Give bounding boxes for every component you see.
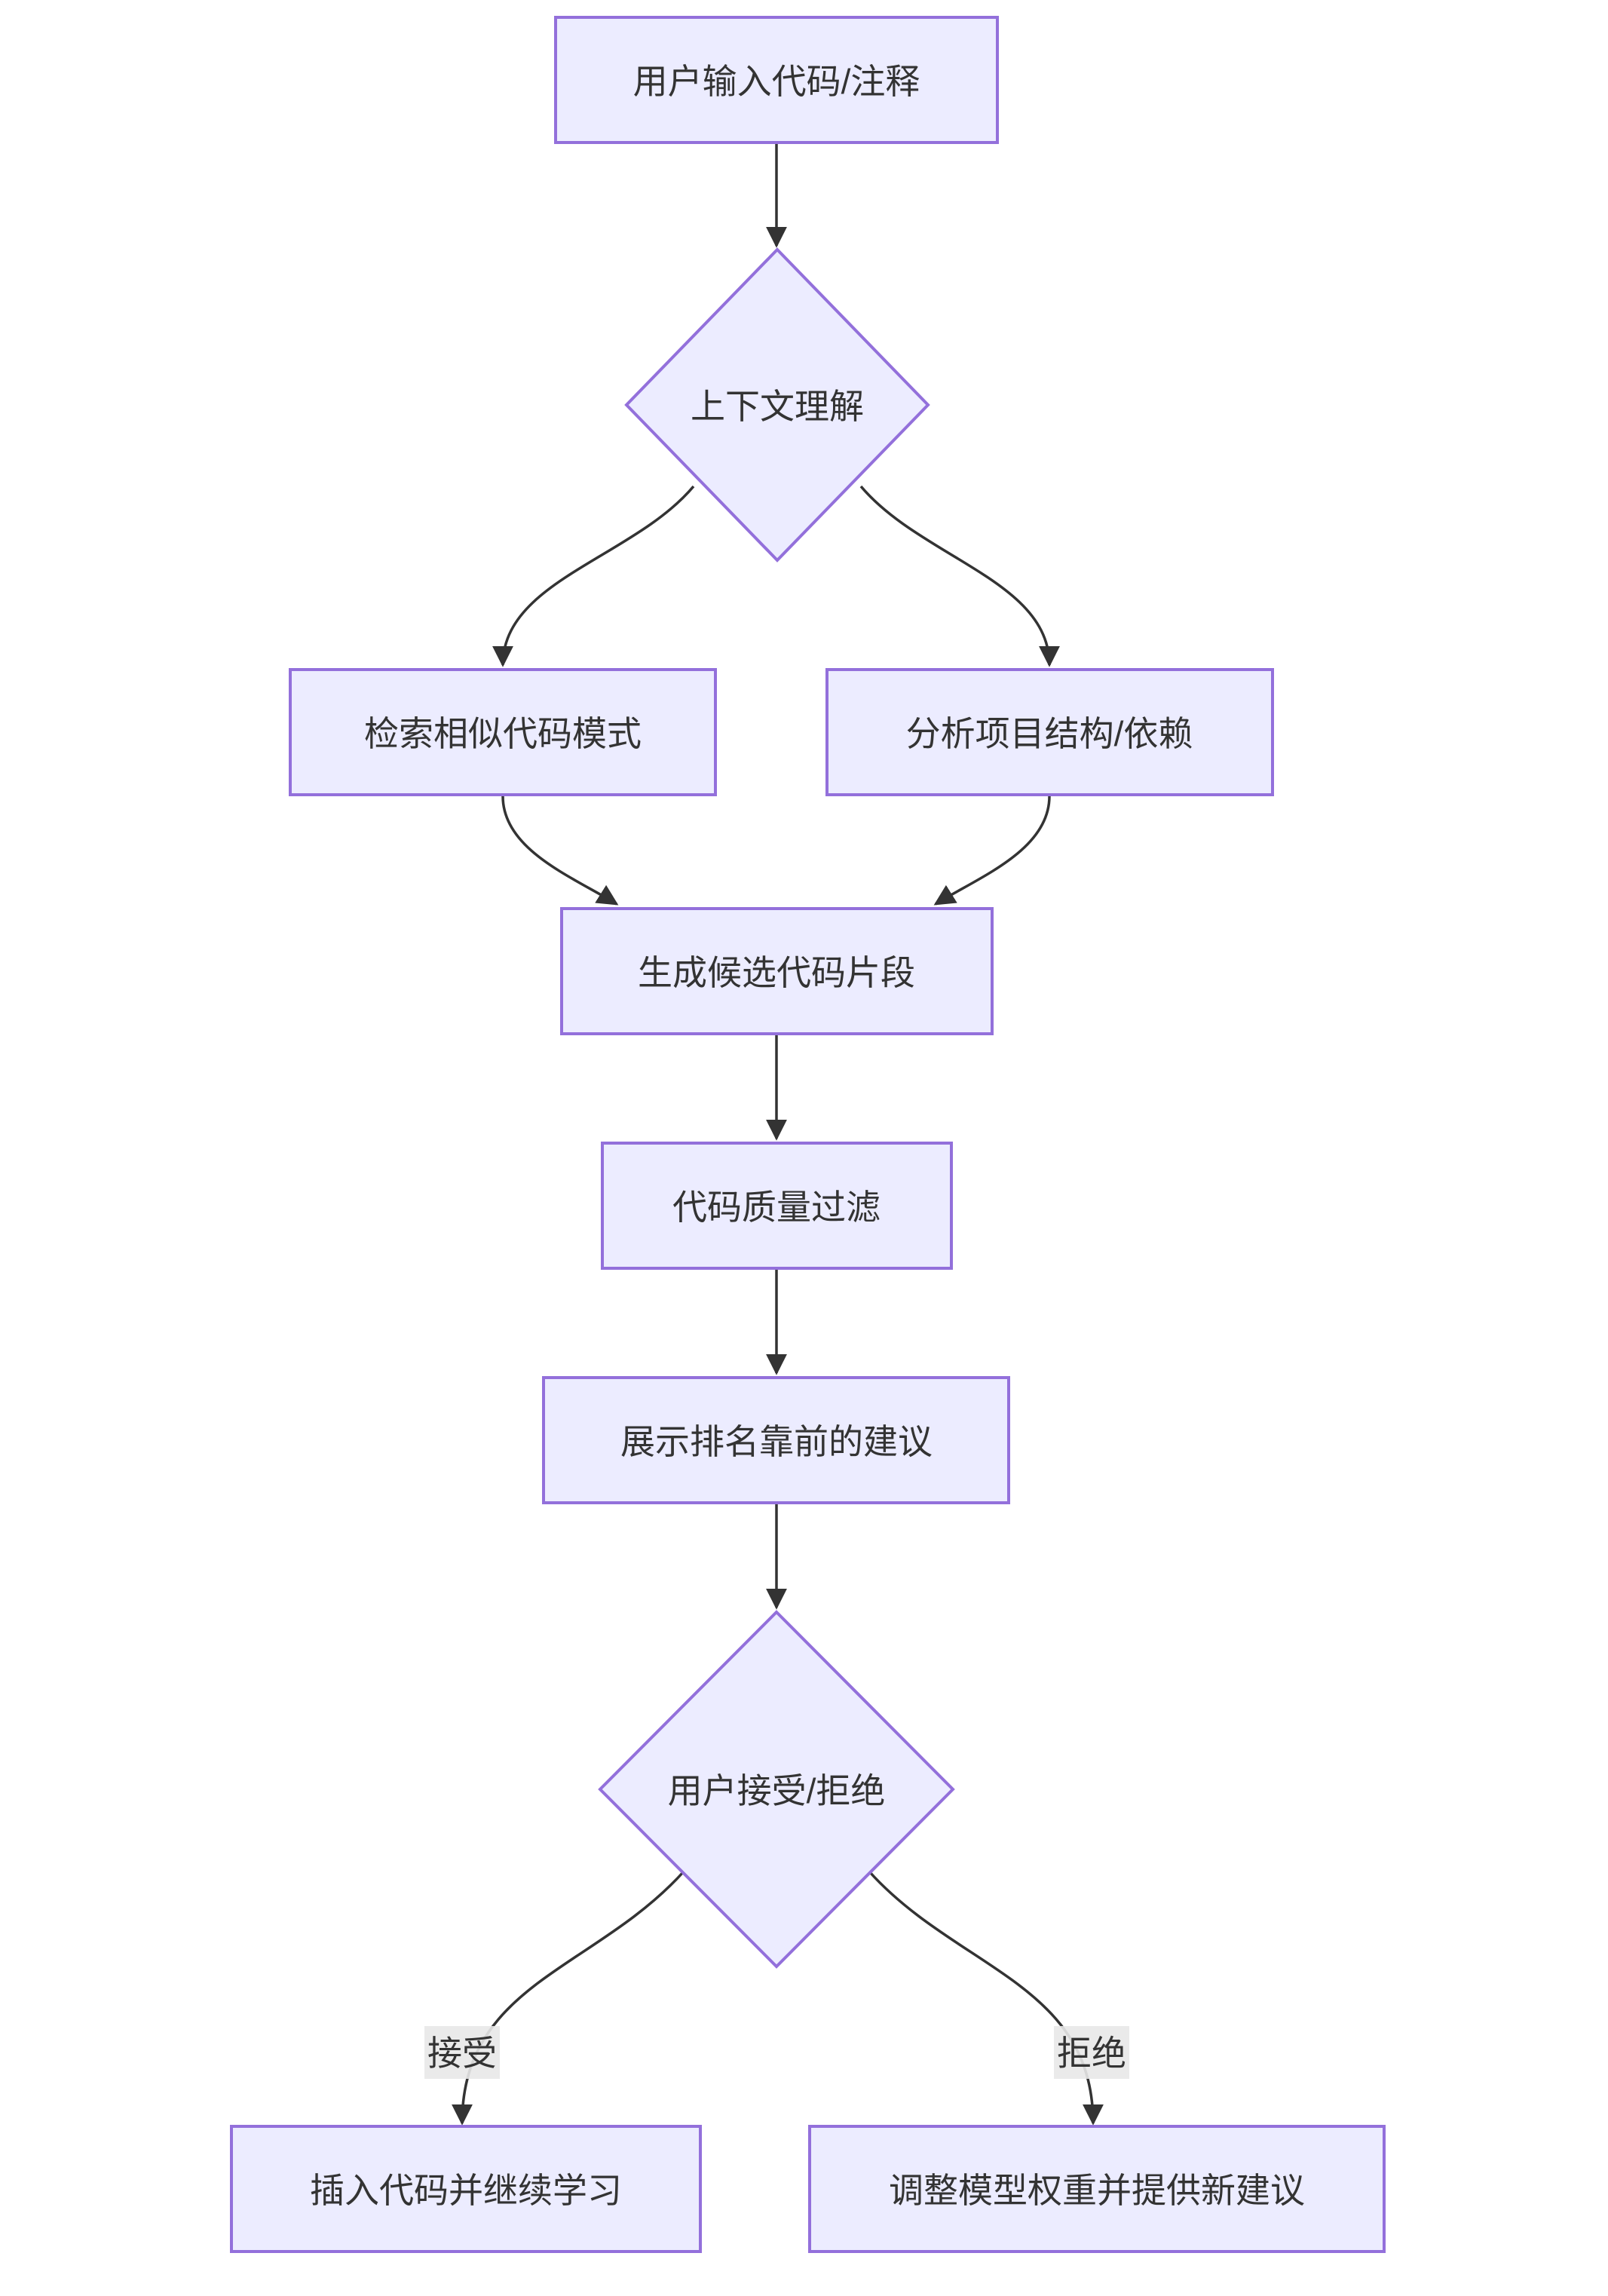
node-user-input-label: 用户输入代码/注释: [633, 62, 920, 101]
node-adjust-weights-label: 调整模型权重并提供新建议: [889, 2171, 1305, 2210]
node-adjust-weights: 调整模型权重并提供新建议: [808, 2125, 1386, 2253]
node-generate-candidates: 生成候选代码片段: [560, 907, 994, 1035]
node-insert-learn-label: 插入代码并继续学习: [310, 2171, 622, 2210]
edge-context-to-analyze: [859, 485, 1060, 667]
node-accept-reject: 用户接受/拒绝: [598, 1610, 955, 1969]
node-show-suggestions: 展示排名靠前的建议: [542, 1376, 1010, 1504]
edge-label-accept: 接受: [424, 2026, 500, 2079]
node-group: 用户输入代码/注释 上下文理解 检索相似代码模式 分析项目结构/依赖 生成候选代…: [230, 16, 1386, 2253]
edge-retrieve-to-generate: [501, 795, 619, 906]
edge-decision-to-adjust: [868, 1870, 1104, 2126]
edge-analyze-to-generate: [933, 795, 1051, 906]
node-insert-learn: 插入代码并继续学习: [230, 2125, 702, 2253]
node-quality-filter-label: 代码质量过滤: [672, 1188, 881, 1227]
node-show-suggestions-label: 展示排名靠前的建议: [620, 1422, 933, 1461]
node-retrieve-patterns: 检索相似代码模式: [289, 668, 717, 796]
edge-label-reject-text: 拒绝: [1057, 2034, 1126, 2073]
edge-label-group: 接受 拒绝: [424, 2026, 1129, 2079]
node-quality-filter: 代码质量过滤: [601, 1142, 953, 1270]
edge-context-to-retrieve: [492, 485, 695, 667]
node-accept-reject-label: 用户接受/拒绝: [668, 1771, 886, 1810]
node-analyze-structure: 分析项目结构/依赖: [825, 668, 1274, 796]
node-generate-candidates-label: 生成候选代码片段: [638, 953, 915, 992]
node-retrieve-patterns-label: 检索相似代码模式: [364, 714, 642, 753]
node-context-understanding: 上下文理解: [624, 247, 930, 563]
node-analyze-structure-label: 分析项目结构/依赖: [906, 714, 1193, 753]
edge-label-accept-text: 接受: [427, 2034, 497, 2073]
node-user-input: 用户输入代码/注释: [554, 16, 999, 144]
edge-label-reject: 拒绝: [1054, 2026, 1129, 2079]
node-context-understanding-label: 上下文理解: [691, 387, 864, 426]
edge-decision-to-insert: [452, 1870, 685, 2126]
